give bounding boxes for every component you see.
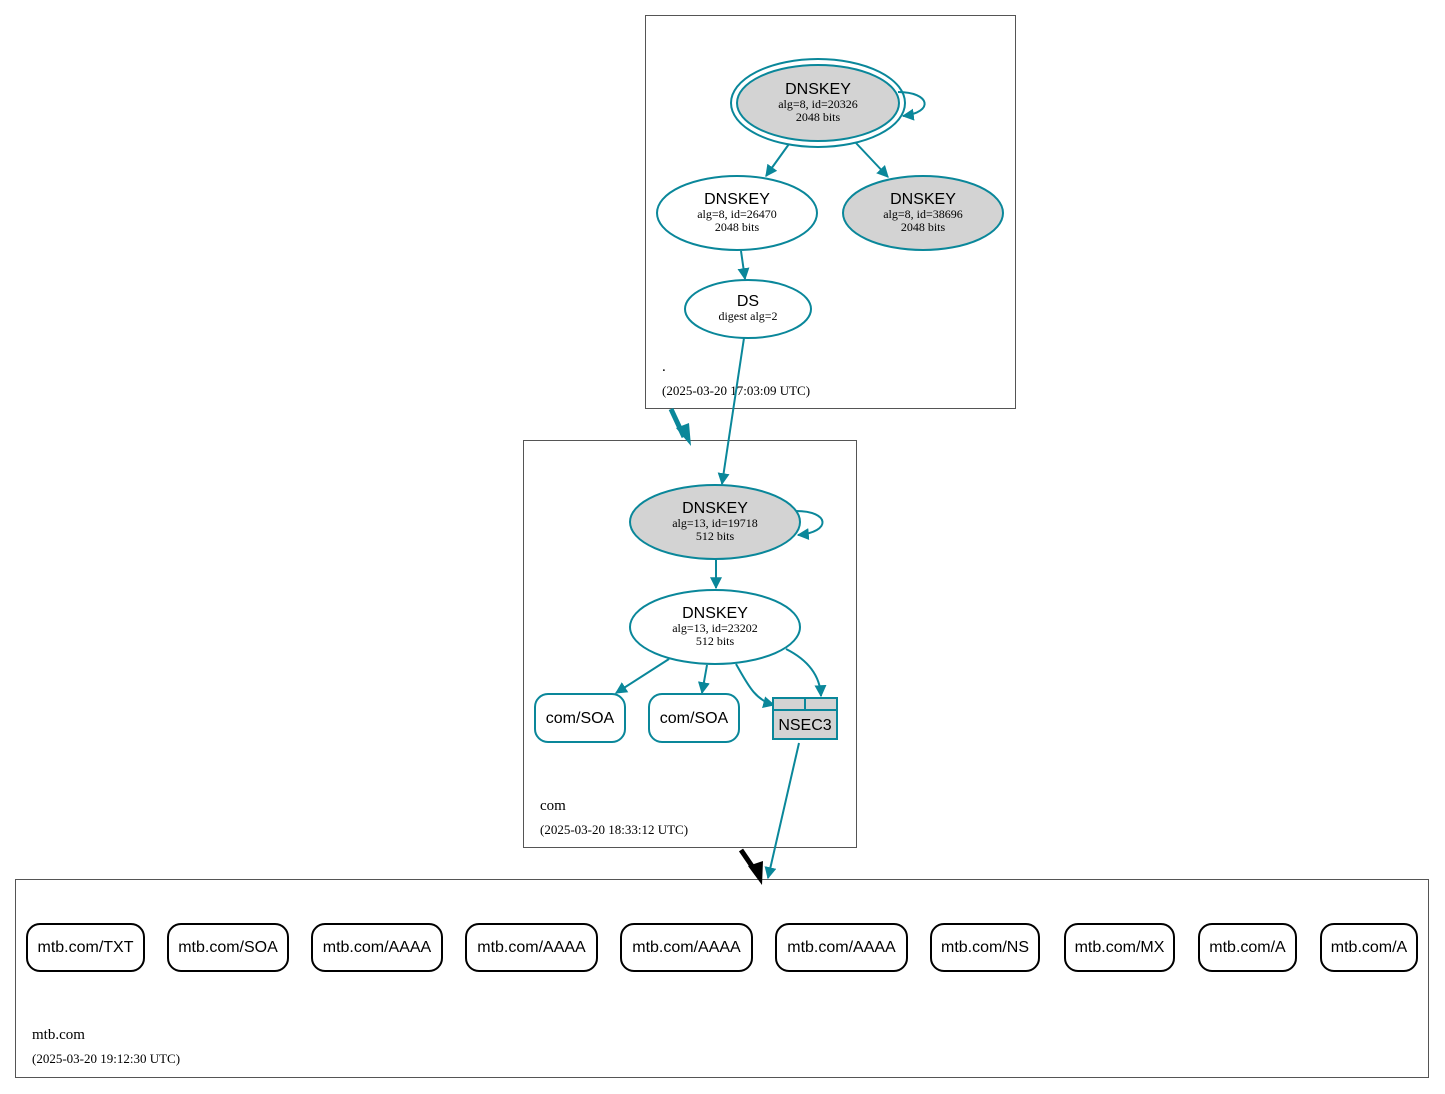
node-com-ksk-alg: alg=13, id=19718: [672, 516, 758, 530]
mtb-record-node[interactable]: mtb.com/AAAA: [775, 923, 908, 972]
mtb-record-node[interactable]: mtb.com/NS: [930, 923, 1040, 972]
mtb-record-list: mtb.com/TXT mtb.com/SOA mtb.com/AAAA mtb.co…: [26, 923, 1418, 972]
mtb-record-node[interactable]: mtb.com/MX: [1064, 923, 1175, 972]
zone-root-name: .: [662, 359, 666, 375]
edge-com-ksk-self: [795, 510, 824, 541]
mtb-record-box: [1064, 923, 1175, 972]
zone-mtb-box: [15, 879, 1429, 1078]
node-root-ksk-alg: alg=8, id=20326: [778, 97, 858, 111]
mtb-record-label: mtb.com/NS: [941, 939, 1029, 956]
node-root-zsk2-alg: alg=8, id=38696: [883, 207, 963, 221]
mtb-record-box: [1320, 923, 1418, 972]
edge-ds-com-ksk: [717, 337, 745, 486]
node-com-soa-2[interactable]: com/SOA: [648, 693, 740, 743]
node-root-ksk-title: DNSKEY: [785, 81, 851, 98]
node-root-zsk1[interactable]: DNSKEY alg=8, id=26470 2048 bits: [656, 175, 818, 251]
mtb-record-box: [311, 923, 443, 972]
node-com-nsec3-label: NSEC3: [778, 717, 831, 734]
node-root-zsk2-title: DNSKEY: [890, 191, 956, 208]
node-com-ksk-title: DNSKEY: [682, 500, 748, 517]
mtb-record-label: mtb.com/AAAA: [787, 939, 896, 956]
node-root-ksk-bits: 2048 bits: [796, 110, 841, 124]
node-root-zsk1-bits: 2048 bits: [715, 220, 760, 234]
node-root-zsk1-title: DNSKEY: [704, 191, 770, 208]
node-root-zsk2-bits: 2048 bits: [901, 220, 946, 234]
node-root-zsk2[interactable]: DNSKEY alg=8, id=38696 2048 bits: [842, 175, 1004, 251]
node-com-soa-2-label: com/SOA: [660, 710, 729, 727]
mtb-record-box: [167, 923, 289, 972]
mtb-record-box: [1198, 923, 1297, 972]
node-com-zsk-title: DNSKEY: [682, 605, 748, 622]
mtb-record-node[interactable]: mtb.com/AAAA: [311, 923, 443, 972]
mtb-record-label: mtb.com/TXT: [37, 939, 133, 956]
node-root-zsk1-alg: alg=8, id=26470: [697, 207, 777, 221]
edge-root-ksk-self: [897, 91, 926, 121]
node-com-soa-1[interactable]: com/SOA: [534, 693, 626, 743]
mtb-record-label: mtb.com/AAAA: [477, 939, 586, 956]
node-com-soa-1-label: com/SOA: [546, 710, 615, 727]
mtb-record-node[interactable]: mtb.com/SOA: [167, 923, 289, 972]
mtb-record-box: [620, 923, 753, 972]
mtb-record-label: mtb.com/AAAA: [323, 939, 432, 956]
edge-nsec3-mtb: [764, 742, 800, 880]
edge-root-ksk-zsk1: [765, 143, 790, 177]
mtb-record-label: mtb.com/AAAA: [632, 939, 741, 956]
edge-root-zsk1-ds: [737, 250, 750, 281]
mtb-record-box: [465, 923, 598, 972]
node-root-ksk[interactable]: DNSKEY alg=8, id=20326 2048 bits: [730, 58, 906, 148]
delegation-com-mtb-arrowhead: [748, 861, 763, 885]
node-com-zsk-bits: 512 bits: [696, 634, 735, 648]
mtb-record-node[interactable]: mtb.com/AAAA: [465, 923, 598, 972]
edge-root-ksk-zsk2: [855, 142, 889, 178]
zone-mtb-time: (2025-03-20 19:12:30 UTC): [32, 1051, 180, 1066]
node-com-zsk-alg: alg=13, id=23202: [672, 621, 758, 635]
edge-com-zsk-nsec3-a: [735, 663, 776, 709]
node-com-zsk[interactable]: DNSKEY alg=13, id=23202 512 bits: [629, 589, 801, 665]
node-root-ds[interactable]: DS digest alg=2: [684, 279, 812, 339]
mtb-record-label: mtb.com/A: [1331, 939, 1408, 956]
mtb-record-node[interactable]: mtb.com/A: [1198, 923, 1297, 972]
mtb-record-box: [775, 923, 908, 972]
edge-com-zsk-soa2: [697, 664, 710, 695]
edge-com-zsk-soa1: [614, 658, 670, 694]
zone-com-name: com: [540, 798, 566, 814]
node-com-ksk-bits: 512 bits: [696, 529, 735, 543]
node-com-nsec3[interactable]: NSEC3: [772, 697, 838, 740]
zone-mtb-name: mtb.com: [32, 1027, 85, 1043]
zone-root-box: [645, 15, 1016, 409]
mtb-record-box: [26, 923, 145, 972]
mtb-record-node[interactable]: mtb.com/AAAA: [620, 923, 753, 972]
edge-com-zsk-nsec3-b: [785, 648, 827, 698]
mtb-record-node[interactable]: mtb.com/TXT: [26, 923, 145, 972]
node-root-ds-digest: digest alg=2: [718, 309, 777, 323]
node-root-ds-title: DS: [737, 293, 759, 310]
mtb-record-label: mtb.com/SOA: [178, 939, 278, 956]
node-com-ksk[interactable]: DNSKEY alg=13, id=19718 512 bits: [629, 484, 801, 560]
zone-com-time: (2025-03-20 18:33:12 UTC): [540, 822, 688, 837]
mtb-record-label: mtb.com/A: [1209, 939, 1286, 956]
delegation-root-com-arrowhead: [676, 423, 691, 446]
mtb-record-node[interactable]: mtb.com/A: [1320, 923, 1418, 972]
mtb-record-box: [930, 923, 1040, 972]
mtb-record-label: mtb.com/MX: [1075, 939, 1165, 956]
